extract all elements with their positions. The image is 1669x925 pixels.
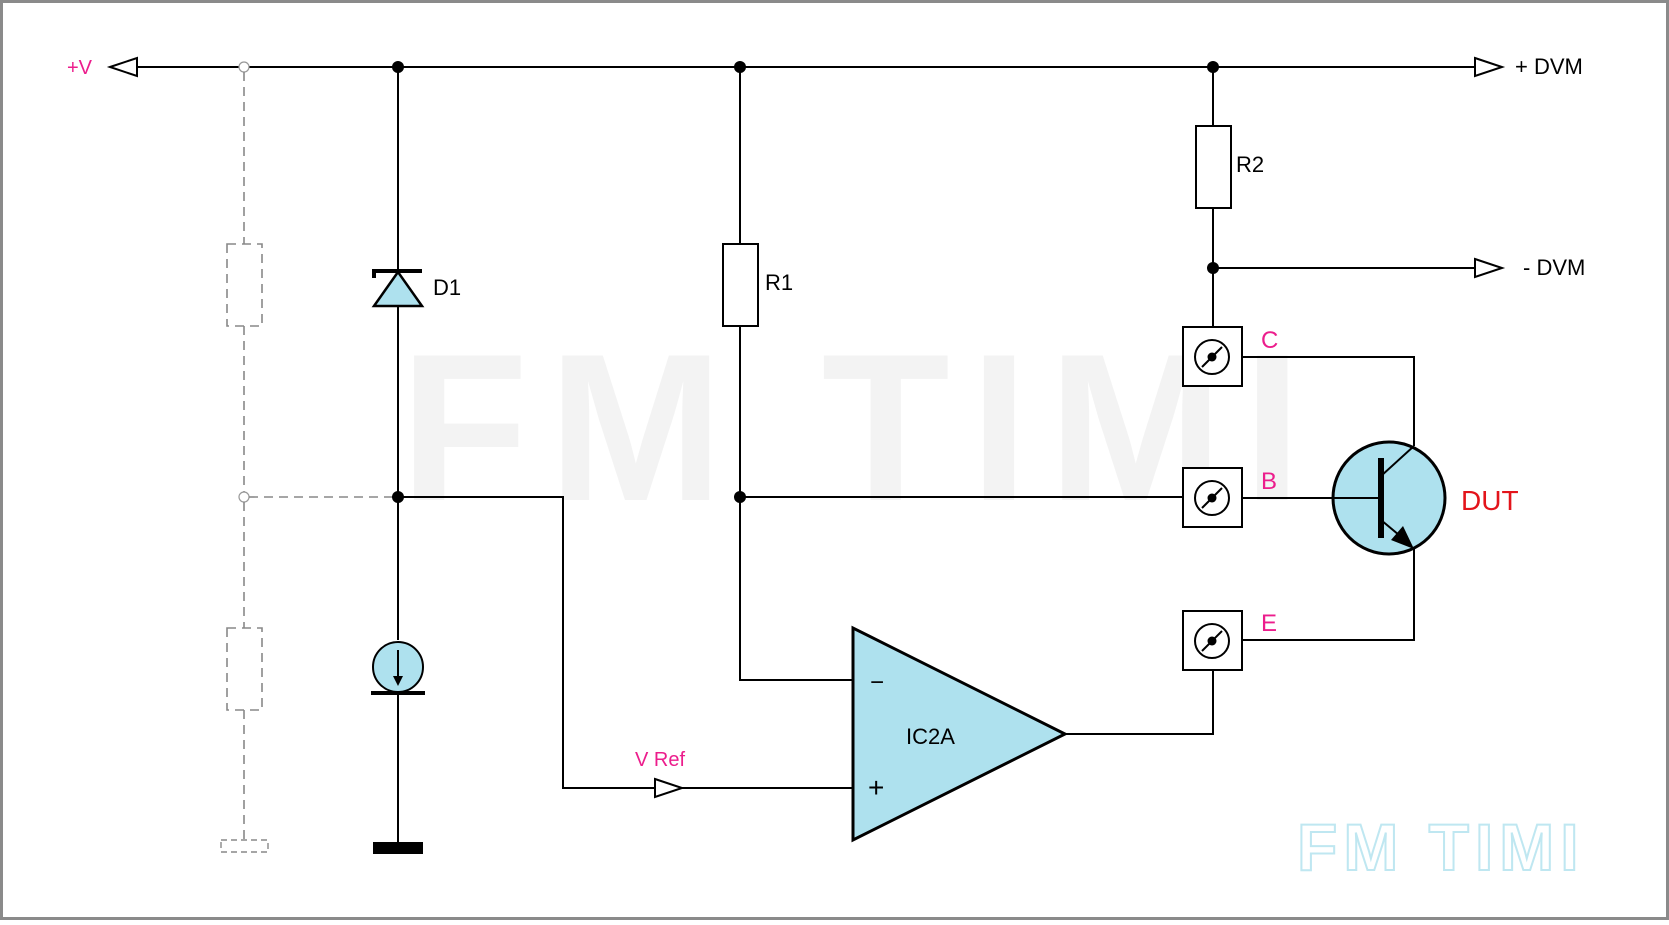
- arrow-terminal-icon: [654, 777, 686, 799]
- terminal-e-label: E: [1261, 610, 1277, 637]
- binding-post-icon: [1182, 326, 1243, 387]
- terminal-c-label: C: [1261, 327, 1278, 354]
- arrow-terminal-icon: [1474, 257, 1506, 279]
- opamp-icon: [851, 625, 1069, 843]
- optional-node: [238, 61, 250, 73]
- r2-label: R2: [1236, 152, 1264, 177]
- optional-node: [238, 491, 250, 503]
- arrow-terminal-icon: [1474, 56, 1506, 78]
- resistor-icon: [1195, 125, 1232, 209]
- junction: [734, 61, 746, 73]
- dvm-minus-label: - DVM: [1523, 255, 1585, 280]
- opamp-inverting-label: −: [870, 669, 884, 696]
- junction: [1207, 61, 1219, 73]
- zener-label: D1: [433, 275, 461, 300]
- watermark-center: FM TIMI: [400, 310, 1321, 545]
- binding-post-icon: [1182, 467, 1243, 528]
- dut-label: DUT: [1461, 485, 1519, 516]
- resistor-icon: [722, 243, 759, 327]
- vref-label: V Ref: [635, 749, 685, 771]
- binding-post-icon: [1182, 610, 1243, 671]
- r1-label: R1: [765, 270, 793, 295]
- emitter-wire: [1242, 548, 1415, 641]
- supply-label: +V: [67, 57, 93, 79]
- collector-wire: [1242, 356, 1415, 446]
- optional-ground: [220, 839, 269, 853]
- ground-icon: [373, 842, 423, 854]
- watermark-corner: FM TIMI: [1297, 810, 1585, 884]
- r1-to-opamp-wire: [739, 497, 853, 681]
- dvm-plus-label: + DVM: [1515, 54, 1583, 79]
- optional-resistor-upper: [226, 243, 263, 327]
- optional-resistor-lower: [226, 627, 263, 711]
- opamp-noninverting-label: +: [868, 772, 884, 803]
- npn-transistor-icon: [1331, 440, 1447, 556]
- opamp-output-wire: [1065, 670, 1214, 735]
- terminal-b-label: B: [1261, 468, 1277, 495]
- arrow-terminal-icon: [106, 56, 138, 78]
- vref-wire: [398, 496, 655, 789]
- junction: [392, 61, 404, 73]
- opamp-label: IC2A: [906, 724, 955, 749]
